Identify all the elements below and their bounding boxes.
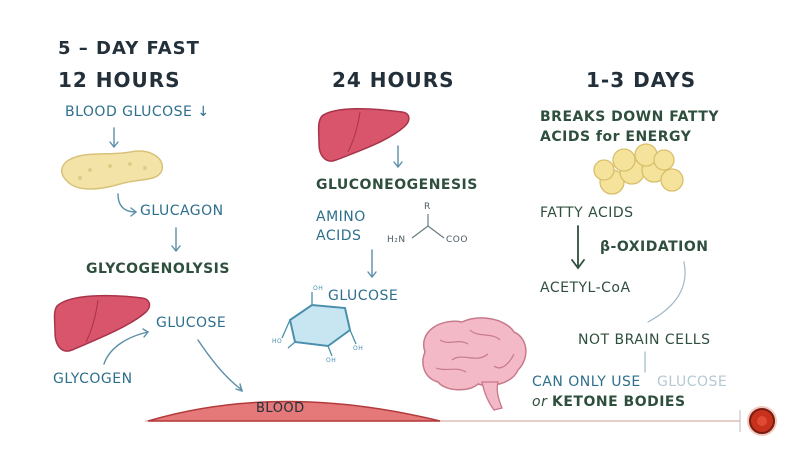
ring-oh-bottom: OH <box>326 357 337 364</box>
fat-cells-icon <box>593 143 684 195</box>
ketone-bodies-label: KETONE BODIES <box>552 394 686 410</box>
glycogen-label: GLYCOGEN <box>53 371 133 387</box>
glucagon-label: GLUCAGON <box>140 203 224 219</box>
heading-12-hours: 12 HOURS <box>58 68 181 92</box>
breaks-down-line2: ACIDS for ENERGY <box>540 129 692 145</box>
acetyl-coa-label: ACETYL-CoA <box>540 280 631 296</box>
can-only-use-label: CAN ONLY USE <box>532 374 641 390</box>
ring-oh-top: OH <box>313 285 324 292</box>
glucose-ring-icon <box>281 292 357 357</box>
gluconeogenesis-label: GLUCONEOGENESIS <box>316 177 478 193</box>
amino-acid-structure <box>411 214 445 239</box>
blood-vessel-icon <box>147 400 441 422</box>
amino-label: AMINO <box>316 209 366 225</box>
aa-h2n-label: H₂N <box>387 235 406 245</box>
glucose-faded-label: GLUCOSE <box>657 374 728 390</box>
liver-icon <box>317 108 410 162</box>
aa-coo-label: COO <box>446 235 468 245</box>
pancreas-icon <box>61 150 164 190</box>
blood-label: BLOOD <box>256 401 305 416</box>
aa-r-label: R <box>424 202 431 212</box>
fatty-acids-label: FATTY ACIDS <box>540 205 634 221</box>
glycogenolysis-label: GLYCOGENOLYSIS <box>86 261 230 277</box>
glucose-label-left: GLUCOSE <box>156 315 227 331</box>
acids-label: ACIDS <box>316 228 362 244</box>
or-label: or <box>532 394 548 410</box>
heading-24-hours: 24 HOURS <box>332 68 455 92</box>
not-brain-cells-label: NOT BRAIN CELLS <box>578 332 711 348</box>
ring-ho-left: HO <box>272 338 283 345</box>
page-title: 5 – DAY FAST <box>58 38 200 59</box>
glucose-label-center: GLUCOSE <box>328 288 399 304</box>
flow-arrows-green <box>571 225 686 373</box>
brain-icon <box>422 317 527 411</box>
liver-icon <box>53 294 151 352</box>
beta-oxidation-label: β-OXIDATION <box>600 239 709 255</box>
breaks-down-line1: BREAKS DOWN FATTY <box>540 109 719 125</box>
heading-1-3-days: 1-3 DAYS <box>586 68 697 92</box>
flow-arrows <box>103 127 403 393</box>
ring-oh-right: OH <box>353 345 364 352</box>
blood-glucose-label: BLOOD GLUCOSE ↓ <box>65 104 210 120</box>
next-slide-button[interactable] <box>749 408 775 434</box>
